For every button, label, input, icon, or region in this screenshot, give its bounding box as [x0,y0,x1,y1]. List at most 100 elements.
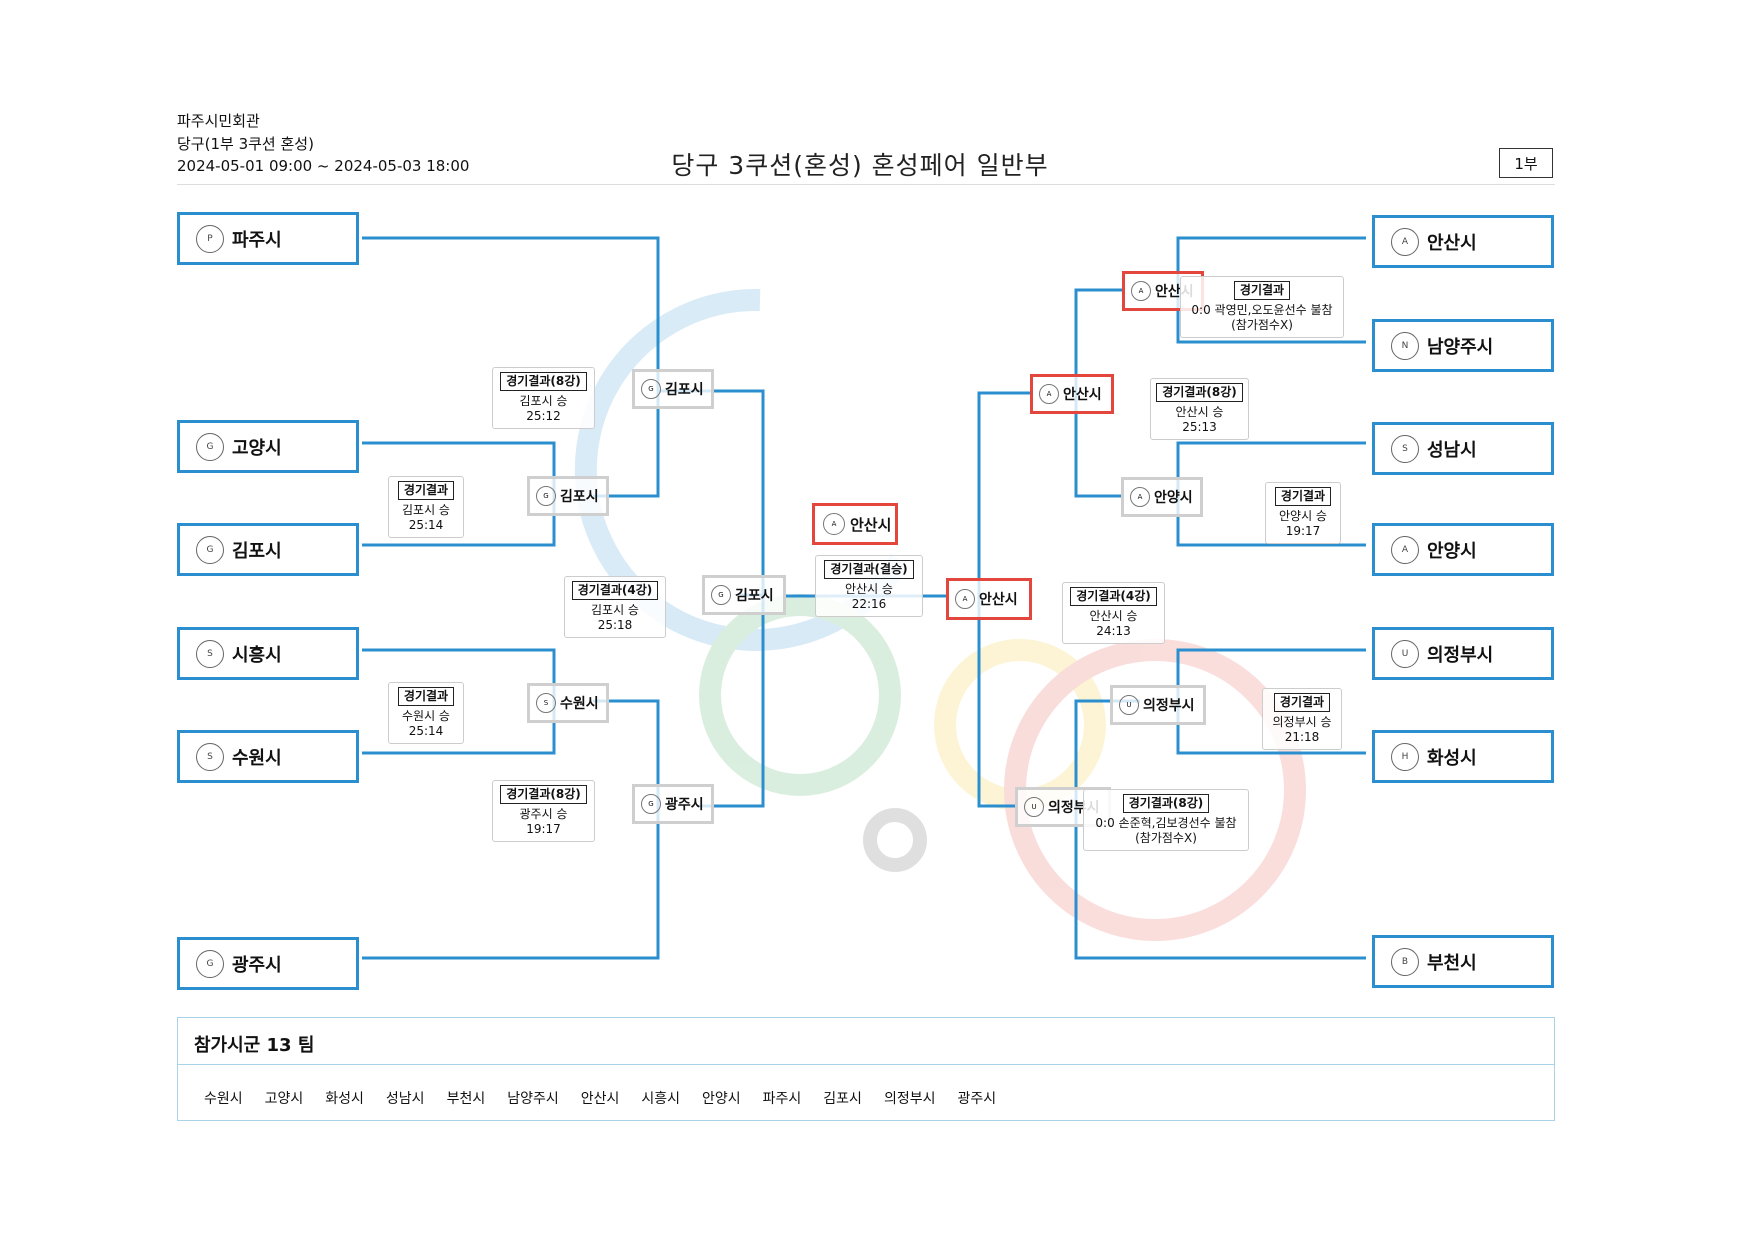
page-title: 당구 3쿠션(혼성) 혼성페어 일반부 [671,151,1049,180]
participant-item: 화성시 [325,1091,364,1107]
gwangju-logo-icon: G [196,949,224,978]
champion-box[interactable]: A 안산시 [812,503,898,545]
result-text: 광주시 승 [519,807,568,821]
team-bucheon[interactable]: B 부천시 [1372,935,1554,988]
hwaseong-logo-icon: H [1391,742,1419,771]
result-box: 경기결과 안양시 승 19:17 [1265,482,1341,544]
result-score: 22:16 [851,597,887,611]
node-right-semi[interactable]: A 안산시 [946,578,1032,620]
team-gimpo[interactable]: G 김포시 [177,523,359,576]
result-score: (참가점수X) [1231,318,1293,332]
result-label: 경기결과 [1274,487,1332,506]
team-namyangju[interactable]: N 남양주시 [1372,319,1554,372]
node-right-r1-b[interactable]: A 안양시 [1121,477,1203,517]
result-score: 25:12 [526,409,561,423]
team-ansan[interactable]: A 안산시 [1372,215,1554,268]
node-left-r2-a[interactable]: G 김포시 [632,369,714,409]
header-divider [177,184,1555,185]
result-text: 0:0 손준혁,김보경선수 불참 [1095,816,1237,830]
result-text: 수원시 승 [402,709,450,723]
division-badge: 1부 [1499,148,1553,178]
result-label: 경기결과 [397,687,455,706]
result-label: 경기결과(8강) [500,785,587,804]
participant-item: 의정부시 [883,1091,936,1107]
result-text: 김포시 승 [402,503,450,517]
venue-name: 파주시민회관 [177,112,260,130]
team-paju[interactable]: P 파주시 [177,212,359,265]
participant-item: 광주시 [957,1091,997,1107]
participants-list: 수원시 고양시 화성시 성남시 부천시 남양주시 안산시 시흥시 안양시 파주시… [204,1088,996,1108]
result-label: 경기결과 [1233,281,1291,300]
result-box: 경기결과(8강) 안산시 승 25:13 [1150,378,1249,440]
watermark-logo [574,288,1306,941]
seongnam-logo-icon: S [1391,434,1419,463]
panel-divider [178,1064,1554,1065]
event-name: 당구(1부 3쿠션 혼성) [177,135,314,153]
node-left-semi[interactable]: G 김포시 [702,575,786,615]
result-text: 김포시 승 [519,394,568,408]
result-box-final: 경기결과(결승) 안산시 승 22:16 [815,555,923,617]
participant-item: 김포시 [823,1091,862,1107]
result-label: 경기결과(8강) [1122,794,1210,813]
participant-item: 시흥시 [641,1091,681,1107]
suwon-logo-icon: S [196,742,224,771]
team-logo-icon: G [641,379,661,399]
participant-item: 수원시 [204,1091,243,1107]
participants-title: 참가시군 13 팀 [194,1035,315,1056]
result-score: (참가점수X) [1135,831,1197,845]
result-text: 안양시 승 [1279,509,1327,523]
result-score: 19:17 [526,822,561,836]
result-text: 안산시 승 [1175,405,1224,419]
result-box: 경기결과(8강) 김포시 승 25:12 [492,367,595,429]
result-label: 경기결과(4강) [571,581,659,600]
result-text: 0:0 곽영민,오도윤선수 불참 [1191,303,1333,317]
uijeongbu-logo-icon: U [1391,639,1419,668]
goyang-logo-icon: G [196,432,224,461]
node-right-r1-c[interactable]: U 의정부시 [1110,685,1206,725]
team-logo-icon: A [1131,281,1151,301]
team-goyang[interactable]: G 고양시 [177,420,359,473]
team-hwaseong[interactable]: H 화성시 [1372,730,1554,783]
team-anyang[interactable]: A 안양시 [1372,523,1554,576]
team-logo-icon: S [536,693,556,713]
result-box: 경기결과 수원시 승 25:14 [388,682,464,744]
result-label: 경기결과(8강) [1156,383,1243,402]
participant-item: 성남시 [385,1091,425,1107]
team-uijeongbu[interactable]: U 의정부시 [1372,627,1554,680]
result-text: 의정부시 승 [1272,715,1332,729]
team-logo-icon: G [536,486,556,506]
result-label: 경기결과 [1273,693,1331,712]
result-score: 25:13 [1182,420,1217,434]
team-gwangju[interactable]: G 광주시 [177,937,359,990]
node-left-r1-c[interactable]: S 수원시 [527,683,609,723]
node-left-r2-b[interactable]: G 광주시 [632,784,714,824]
result-box: 경기결과 의정부시 승 21:18 [1262,688,1342,750]
namyangju-logo-icon: N [1391,331,1419,360]
participant-item: 남양주시 [507,1091,559,1107]
team-suwon[interactable]: S 수원시 [177,730,359,783]
node-left-r1-b[interactable]: G 김포시 [527,476,609,516]
ansan-logo-icon: A [1391,227,1419,256]
team-logo-icon: G [641,794,661,814]
bucheon-logo-icon: B [1391,947,1419,976]
result-box: 경기결과(4강) 김포시 승 25:18 [564,576,666,638]
result-score: 25:14 [408,724,444,738]
participant-item: 안양시 [702,1091,741,1107]
result-score: 25:18 [597,618,633,632]
result-box: 경기결과 0:0 곽영민,오도윤선수 불참 (참가점수X) [1180,276,1344,338]
participant-item: 부천시 [446,1091,486,1107]
champion-logo-icon: A [823,513,845,535]
result-score: 21:18 [1284,730,1320,744]
participant-item: 고양시 [264,1091,304,1107]
result-box: 경기결과(8강) 0:0 손준혁,김보경선수 불참 (참가점수X) [1083,789,1249,851]
team-seongnam[interactable]: S 성남시 [1372,422,1554,475]
result-score: 19:17 [1285,524,1321,538]
team-logo-icon: A [1039,384,1059,404]
result-box: 경기결과(8강) 광주시 승 19:17 [492,780,595,842]
team-logo-icon: U [1119,695,1139,715]
team-siheung[interactable]: S 시흥시 [177,627,359,680]
team-logo-icon: A [1130,487,1150,507]
result-label: 경기결과 [397,481,455,500]
participant-item: 안산시 [580,1091,620,1107]
node-right-r2-a[interactable]: A 안산시 [1030,374,1114,414]
